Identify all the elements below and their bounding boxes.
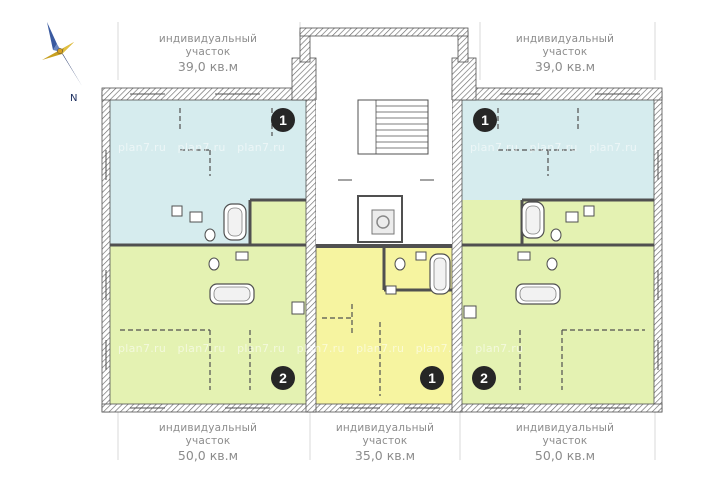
compass-rose <box>42 22 82 86</box>
plot-type-text: участок <box>185 46 231 58</box>
plot-label-bottom-left: индивидуальный участок 50,0 кв.м <box>118 422 298 462</box>
watermark-top: plan7.ru plan7.ru plan7.ru <box>118 141 286 154</box>
plot-type-text: участок <box>542 435 588 447</box>
plot-label-top-right: индивидуальный участок 39,0 кв.м <box>475 33 655 73</box>
plot-area-text: 50,0 кв.м <box>534 448 596 463</box>
bathtub-right-unit2 <box>515 283 561 305</box>
svg-text:2: 2 <box>279 370 287 386</box>
plot-type-text: индивидуальный <box>158 33 258 45</box>
unit-marker-bottom-right: 2 <box>472 366 496 390</box>
watermark-bottom: plan7.ru plan7.ru plan7.ru plan7.ru plan… <box>118 342 524 355</box>
plot-type-text: участок <box>185 435 231 447</box>
plot-label-bottom-right: индивидуальный участок 50,0 кв.м <box>475 422 655 462</box>
bathtub-top-right <box>521 201 545 239</box>
svg-text:2: 2 <box>480 370 488 386</box>
outer-walls <box>101 27 663 413</box>
plot-type-text: индивидуальный <box>158 422 258 434</box>
partition-lines <box>120 108 645 396</box>
plot-area-text: 39,0 кв.м <box>534 59 596 74</box>
plot-type-text: индивидуальный <box>515 422 615 434</box>
bathtub-top-left <box>223 203 247 241</box>
plot-label-top-left: индивидуальный участок 39,0 кв.м <box>118 33 298 73</box>
svg-text:1: 1 <box>279 112 287 128</box>
unit-marker-top-left: 1 <box>271 108 295 132</box>
unit-marker-bottom-mid: 1 <box>420 366 444 390</box>
bathtub-studio <box>429 253 451 295</box>
plot-type-text: индивидуальный <box>515 33 615 45</box>
plot-type-text: участок <box>362 435 408 447</box>
plot-label-bottom-mid: индивидуальный участок 35,0 кв.м <box>295 422 475 462</box>
plot-area-text: 39,0 кв.м <box>177 59 239 74</box>
plot-area-text: 35,0 кв.м <box>354 448 416 463</box>
compass-north-label: N <box>70 93 78 104</box>
plot-area-text: 50,0 кв.м <box>177 448 239 463</box>
plot-type-text: участок <box>542 46 588 58</box>
svg-text:1: 1 <box>481 112 489 128</box>
unit-marker-top-right: 1 <box>473 108 497 132</box>
toilets-sinks <box>171 205 595 319</box>
unit-marker-bottom-left: 2 <box>271 366 295 390</box>
plot-separators <box>117 22 656 460</box>
watermark-top-right: plan7.ru plan7.ru plan7.ru <box>470 141 638 154</box>
windows <box>105 93 659 409</box>
svg-text:1: 1 <box>428 370 436 386</box>
stair-core <box>316 99 452 248</box>
plot-type-text: индивидуальный <box>335 422 435 434</box>
bathtub-left-unit2 <box>209 283 255 305</box>
